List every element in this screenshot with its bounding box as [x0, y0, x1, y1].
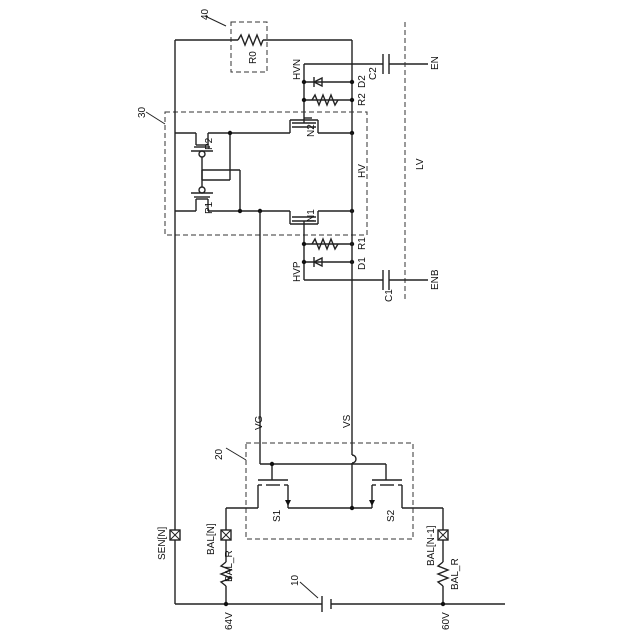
label-hvn: HVN: [292, 59, 303, 80]
node-dot: [238, 209, 242, 213]
label-s2: S2: [386, 509, 397, 522]
label-10: 10: [290, 574, 301, 586]
label-en: EN: [430, 56, 441, 70]
node-dot: [302, 98, 306, 102]
label-p2: P2: [204, 137, 215, 150]
node-dot: [224, 602, 228, 606]
label-bal-r-right: BAL_R: [450, 558, 461, 590]
label-p1: P1: [204, 201, 215, 214]
label-bal-n: BAL[N]: [206, 523, 217, 555]
label-60v: 60V: [441, 612, 452, 630]
node-dot: [350, 98, 354, 102]
label-d2: D2: [357, 75, 368, 88]
label-d1: D1: [357, 257, 368, 270]
label-40: 40: [200, 8, 211, 20]
label-n2: N2: [306, 124, 317, 137]
node-dot: [441, 602, 445, 606]
label-c2: C2: [368, 67, 379, 80]
label-r2: R2: [357, 93, 368, 106]
label-hvp: HVP: [292, 261, 303, 282]
bal-n-1-terminal: [438, 508, 448, 604]
label-enb: ENB: [430, 269, 441, 290]
label-s1: S1: [272, 509, 283, 522]
label-vg: VG: [254, 415, 265, 430]
block-40-r0: [175, 22, 352, 133]
node-dot: [350, 506, 354, 510]
label-lv: LV: [415, 158, 426, 170]
vg-vs-wires: [260, 133, 386, 508]
leader-30: [146, 112, 165, 124]
label-sen: SEN[N]: [157, 526, 168, 560]
label-hv: HV: [357, 164, 368, 178]
label-bal-r-left: BAL_R: [224, 550, 235, 582]
label-c1: C1: [384, 289, 395, 302]
label-bal-n-1: BAL[N-1]: [426, 525, 437, 566]
label-vs: VS: [342, 414, 353, 428]
label-r0: R0: [248, 51, 259, 64]
node-dot: [350, 80, 354, 84]
label-20: 20: [214, 448, 225, 460]
leader-20: [226, 448, 246, 460]
leader-10: [300, 582, 318, 598]
block-30-level-shifter: [165, 112, 367, 235]
node-dot: [302, 242, 306, 246]
label-64v: 64V: [224, 612, 235, 630]
label-n1: N1: [306, 209, 317, 222]
node-dot: [270, 462, 274, 466]
node-dot: [228, 131, 232, 135]
left-sense-bus: [170, 40, 180, 604]
block-20-switches: [226, 443, 443, 539]
label-r1: R1: [357, 237, 368, 250]
label-30: 30: [137, 106, 148, 118]
